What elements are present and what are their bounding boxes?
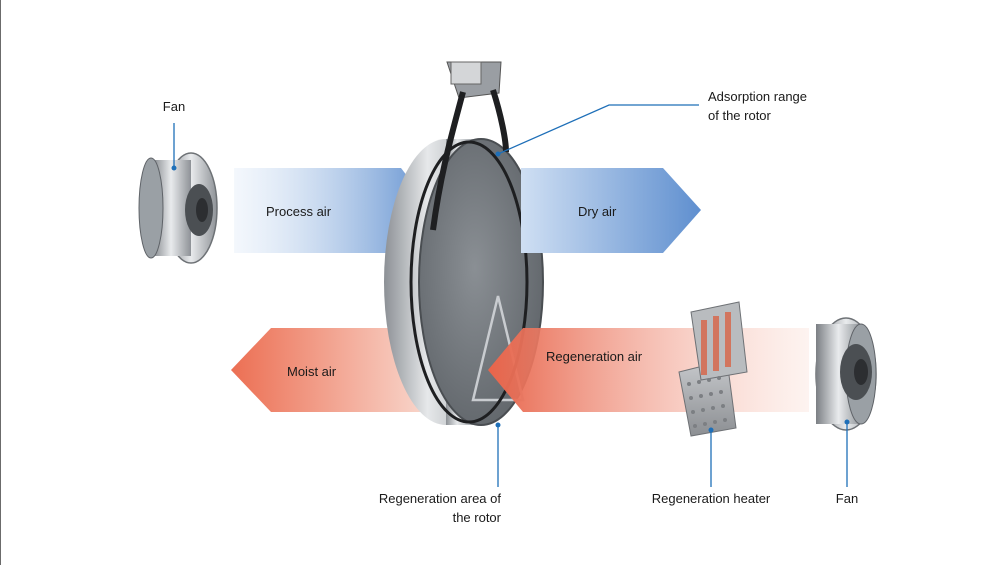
moist-air-arrow [231,328,421,412]
fan-left-label: Fan [162,99,186,114]
adsorption-range-label: Adsorption range of the rotor [708,89,808,123]
dry-air-label: Dry air [578,204,617,219]
regeneration-air-label: Regeneration air [546,349,643,364]
leader-lines [173,104,848,487]
regeneration-area-label: Regeneration area of the rotor [378,491,501,525]
fan-right-label: Fan [835,491,859,506]
heater-icon [678,301,748,437]
dry-air-arrow [521,168,701,253]
moist-air-label: Moist air [287,364,337,379]
fan-icon [138,152,218,264]
process-air-label: Process air [266,204,332,219]
belt-drive-icon [430,61,509,231]
regeneration-air-arrow [488,328,809,412]
fan-icon [815,317,877,431]
process-air-arrow [234,168,433,253]
rotor-icon [384,138,544,426]
regeneration-heater-label: Regeneration heater [651,491,771,506]
leader-dots [171,151,850,433]
